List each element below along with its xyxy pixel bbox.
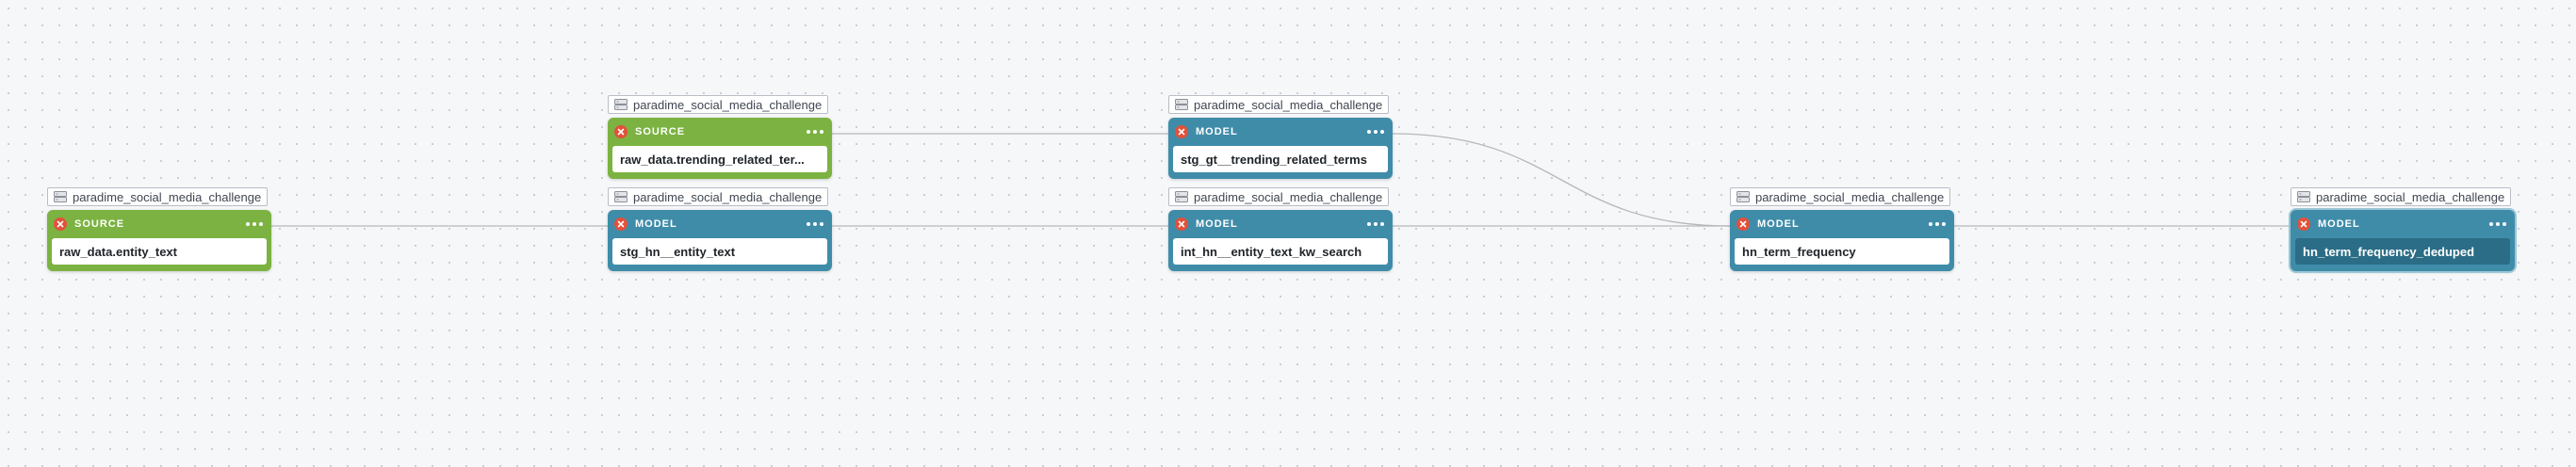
- node-type-label: SOURCE: [74, 218, 125, 230]
- node-card[interactable]: SOURCE raw_data.entity_text: [47, 210, 271, 271]
- node-type-label: MODEL: [2318, 218, 2360, 230]
- node-name: hn_term_frequency_deduped: [2303, 244, 2475, 259]
- close-circle-icon: [54, 217, 67, 231]
- node-body: raw_data.trending_related_ter...: [612, 146, 827, 172]
- more-options-icon[interactable]: [244, 218, 265, 230]
- project-name: paradime_social_media_challenge: [2316, 189, 2505, 204]
- node-type-label: SOURCE: [635, 126, 686, 137]
- node-header: MODEL: [1173, 213, 1388, 235]
- node-header: MODEL: [1735, 213, 1949, 235]
- node-body: hn_term_frequency_deduped: [2295, 238, 2510, 265]
- node-body: int_hn__entity_text_kw_search: [1173, 238, 1388, 265]
- database-stack-icon: [1736, 191, 1750, 202]
- project-tag: paradime_social_media_challenge: [1168, 95, 1390, 114]
- node-header: SOURCE: [612, 121, 827, 143]
- node-body: stg_hn__entity_text: [612, 238, 827, 265]
- close-circle-icon: [1175, 217, 1188, 231]
- node-header: MODEL: [612, 213, 827, 235]
- node-name: raw_data.entity_text: [59, 244, 177, 259]
- project-tag: paradime_social_media_challenge: [2291, 187, 2512, 206]
- node-card[interactable]: MODEL hn_term_frequency_deduped: [2291, 210, 2515, 271]
- node-name: stg_hn__entity_text: [620, 244, 736, 259]
- node-name: stg_gt__trending_related_terms: [1181, 152, 1367, 167]
- node-type-label: MODEL: [1196, 218, 1238, 230]
- database-stack-icon: [2297, 191, 2310, 202]
- more-options-icon[interactable]: [1365, 218, 1386, 230]
- project-name: paradime_social_media_challenge: [1755, 189, 1945, 204]
- project-name: paradime_social_media_challenge: [73, 189, 262, 204]
- project-tag: paradime_social_media_challenge: [1168, 187, 1390, 206]
- node-card[interactable]: MODEL stg_hn__entity_text: [608, 210, 832, 271]
- node-header: SOURCE: [52, 213, 267, 235]
- node-card[interactable]: MODEL stg_gt__trending_related_terms: [1168, 118, 1393, 179]
- node-body: stg_gt__trending_related_terms: [1173, 146, 1388, 172]
- lineage-edge: [1392, 133, 1731, 227]
- project-name: paradime_social_media_challenge: [1194, 189, 1383, 204]
- project-tag: paradime_social_media_challenge: [608, 95, 829, 114]
- node-name: int_hn__entity_text_kw_search: [1181, 244, 1362, 259]
- database-stack-icon: [614, 191, 628, 202]
- node-name: hn_term_frequency: [1742, 244, 1856, 259]
- node-body: hn_term_frequency: [1735, 238, 1949, 265]
- close-circle-icon: [2297, 217, 2310, 231]
- database-stack-icon: [54, 191, 67, 202]
- node-card[interactable]: SOURCE raw_data.trending_related_ter...: [608, 118, 832, 179]
- close-circle-icon: [614, 125, 628, 138]
- close-circle-icon: [1175, 125, 1188, 138]
- node-type-label: MODEL: [1757, 218, 1800, 230]
- node-header: MODEL: [1173, 121, 1388, 143]
- more-options-icon[interactable]: [805, 126, 825, 137]
- node-name: raw_data.trending_related_ter...: [620, 152, 805, 167]
- close-circle-icon: [1736, 217, 1750, 231]
- project-name: paradime_social_media_challenge: [633, 189, 823, 204]
- more-options-icon[interactable]: [1927, 218, 1948, 230]
- project-name: paradime_social_media_challenge: [1194, 97, 1383, 112]
- node-type-label: MODEL: [1196, 126, 1238, 137]
- more-options-icon[interactable]: [1365, 126, 1386, 137]
- node-type-label: MODEL: [635, 218, 677, 230]
- node-card[interactable]: MODEL hn_term_frequency: [1730, 210, 1954, 271]
- project-name: paradime_social_media_challenge: [633, 97, 823, 112]
- project-tag: paradime_social_media_challenge: [1730, 187, 1951, 206]
- node-card[interactable]: MODEL int_hn__entity_text_kw_search: [1168, 210, 1393, 271]
- project-tag: paradime_social_media_challenge: [608, 187, 829, 206]
- node-body: raw_data.entity_text: [52, 238, 267, 265]
- database-stack-icon: [1175, 99, 1188, 110]
- database-stack-icon: [1175, 191, 1188, 202]
- database-stack-icon: [614, 99, 628, 110]
- project-tag: paradime_social_media_challenge: [47, 187, 269, 206]
- node-header: MODEL: [2295, 213, 2510, 235]
- more-options-icon[interactable]: [2487, 218, 2508, 230]
- close-circle-icon: [614, 217, 628, 231]
- more-options-icon[interactable]: [805, 218, 825, 230]
